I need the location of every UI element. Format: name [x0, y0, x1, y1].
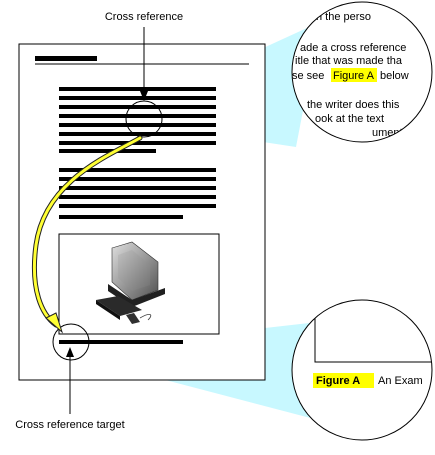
text-line	[59, 149, 156, 153]
text-line	[59, 87, 216, 91]
zoom-text-line: below	[380, 70, 409, 82]
cross-reference-target-circle	[52, 323, 90, 361]
text-line	[59, 204, 216, 208]
text-line	[59, 132, 216, 136]
zoom-text-line: se see	[292, 70, 324, 82]
text-line	[59, 177, 216, 181]
figure-a-reference: Figure A	[333, 70, 375, 82]
zoom-text-line: the writer does this	[307, 99, 400, 111]
zoom-text-line: ook at the text	[315, 113, 384, 125]
text-line	[59, 123, 216, 127]
text-line	[59, 195, 216, 199]
paragraph-2	[59, 168, 216, 219]
figure-a-target: Figure A	[316, 375, 360, 387]
text-line	[59, 96, 216, 100]
zoom-text-line: ade a cross reference	[300, 42, 406, 54]
zoom-top: n the perso ade a cross reference itle t…	[291, 1, 433, 143]
text-line	[59, 215, 183, 219]
cross-reference-pointer-head	[140, 91, 148, 101]
paragraph-1	[59, 87, 216, 153]
figure-a-label-highlight	[313, 373, 374, 388]
cross-reference-label: Cross reference	[105, 11, 183, 23]
target-pointer-head	[66, 347, 74, 357]
zoom-text-line: n the perso	[316, 11, 371, 23]
figure-a-highlight	[331, 68, 377, 82]
cross-reference-target-label: Cross reference target	[15, 419, 124, 431]
text-line	[59, 168, 216, 172]
figure-caption-text: An Exam	[378, 375, 423, 387]
computer-icon	[96, 241, 165, 324]
figure-caption-line	[59, 340, 183, 344]
text-line	[59, 186, 216, 190]
page-header-bar	[35, 56, 97, 61]
link-arrow	[31, 135, 143, 334]
text-line	[59, 105, 216, 109]
text-line	[59, 141, 216, 145]
zoom-bottom: Figure A An Exam	[291, 299, 433, 441]
zoom-figure-frame	[314, 300, 432, 363]
zoom-text-line: itle that was made tha	[295, 55, 403, 67]
text-line	[59, 114, 216, 118]
